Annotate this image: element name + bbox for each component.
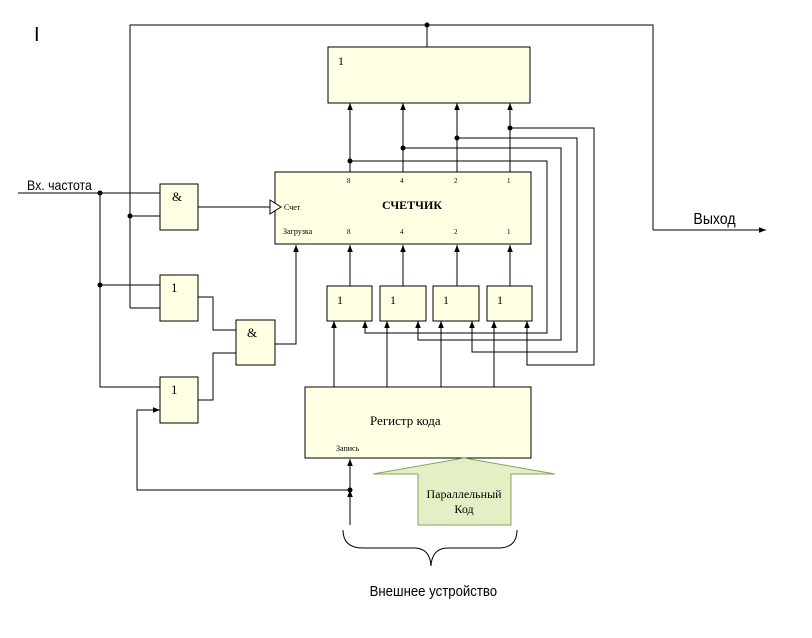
or-gate-bit-4-label: 1 <box>390 293 396 307</box>
or-gate-bit-8: 1 <box>326 285 373 322</box>
counter-count-label: Счет <box>284 203 301 212</box>
corner-mark: I <box>34 24 40 46</box>
or-gate-2: 1 <box>159 376 199 424</box>
counter-block: СЧЕТЧИК Счет Загрузка 8 4 2 1 8 4 2 1 <box>269 171 532 245</box>
counter-weight-top-2: 2 <box>454 177 458 185</box>
code-register: Регистр кода Запись <box>304 386 532 459</box>
or-gate-top: 1 <box>327 46 531 104</box>
and-gate-2: & <box>235 319 276 366</box>
register-write-label: Запись <box>336 444 360 453</box>
parallel-code-arrow: Параллельный Код <box>372 457 556 526</box>
and-gate-1: & <box>159 183 199 231</box>
input-frequency-label: Вх. частота <box>27 177 93 193</box>
counter-weight-top-4: 4 <box>400 177 404 185</box>
or-gate-top-label: 1 <box>338 54 344 68</box>
or-gate-1: 1 <box>159 274 199 322</box>
external-device-brace <box>342 529 518 567</box>
counter-weight-top-8: 8 <box>347 177 351 185</box>
or-gate-bit-2: 1 <box>432 285 480 322</box>
counter-title: СЧЕТЧИК <box>382 198 442 212</box>
parallel-code-line2: Код <box>454 502 473 516</box>
or-gate-bit-1-label: 1 <box>497 293 503 307</box>
external-device-label: Внешнее устройство <box>370 582 498 599</box>
clock-input-triangle <box>269 199 282 215</box>
output-label: Выход <box>693 210 735 228</box>
junction-dots <box>97 22 513 493</box>
counter-weight-bottom-8: 8 <box>347 228 351 236</box>
register-title: Регистр кода <box>370 413 441 428</box>
counter-weight-bottom-1: 1 <box>507 228 511 236</box>
and-gate-2-label: & <box>247 325 257 340</box>
and-gate-1-label: & <box>172 189 182 204</box>
parallel-code-line1: Параллельный <box>426 487 502 501</box>
counter-load-label: Загрузка <box>283 227 313 236</box>
or-gate-2-label: 1 <box>171 382 178 397</box>
or-gate-bit-4: 1 <box>379 285 427 322</box>
counter-weight-top-1: 1 <box>507 177 511 185</box>
counter-weight-bottom-2: 2 <box>454 228 458 236</box>
or-gate-1-label: 1 <box>171 280 178 295</box>
or-gate-bit-8-label: 1 <box>337 293 343 307</box>
or-gate-bit-1: 1 <box>486 285 533 322</box>
counter-weight-bottom-4: 4 <box>400 228 404 236</box>
or-gate-bit-2-label: 1 <box>443 293 449 307</box>
